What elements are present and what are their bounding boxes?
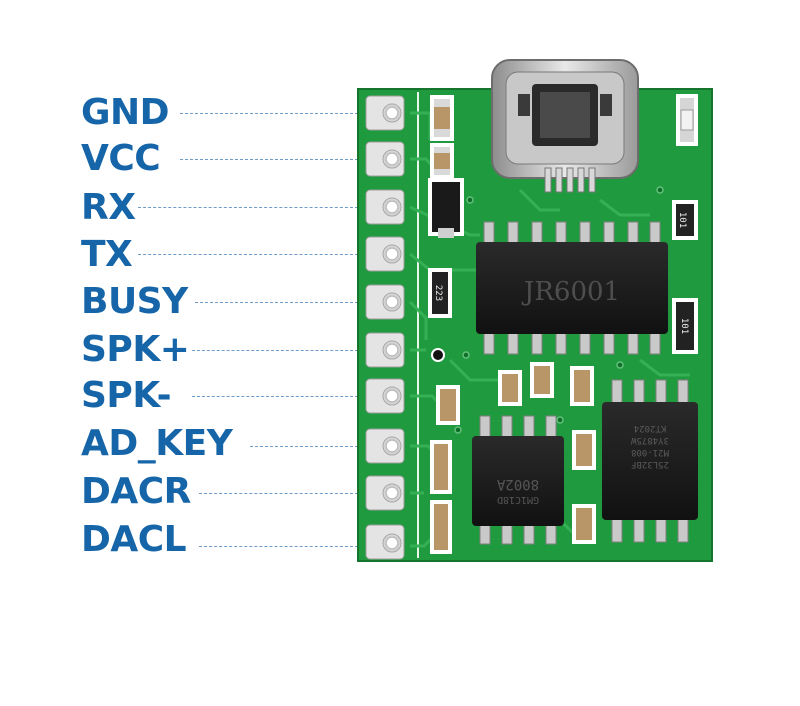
leader-line-busy bbox=[195, 302, 358, 303]
resistor-mid-right: 101 bbox=[672, 298, 698, 354]
leader-line-rx bbox=[138, 207, 358, 208]
pin-label-gnd: GND bbox=[81, 92, 170, 133]
leader-line-dacr bbox=[199, 493, 358, 494]
header-pads bbox=[365, 95, 405, 560]
pad-gnd bbox=[365, 95, 405, 131]
pad-spk-plus bbox=[365, 332, 405, 368]
flash-marking-1: 25L32BF bbox=[631, 459, 669, 469]
pad-spk-minus bbox=[365, 378, 405, 414]
main-ic-jr6001: JR6001 bbox=[476, 221, 668, 355]
capacitor-mid bbox=[430, 143, 454, 179]
capacitor-row bbox=[430, 348, 596, 554]
flash-marking-3: 3Y4875W bbox=[630, 435, 669, 445]
resistor-top-right: 101 bbox=[672, 200, 698, 240]
pad-dacr bbox=[365, 475, 405, 511]
leader-line-spk-plus bbox=[192, 350, 358, 351]
pin-label-dacl: DACL bbox=[81, 519, 187, 560]
pin-label-busy: BUSY bbox=[81, 281, 188, 322]
leader-line-dacl bbox=[199, 546, 358, 547]
pin-label-spk-plus: SPK+ bbox=[81, 329, 190, 370]
amp-marking-1: 8002A bbox=[496, 476, 539, 492]
resistor-code: 101 bbox=[679, 318, 689, 334]
pad-ad-key bbox=[365, 428, 405, 464]
flash-ic: 25L32BF M21-008 3Y4875W KT2024 bbox=[602, 379, 698, 543]
pad-busy bbox=[365, 284, 405, 320]
leader-line-ad-key bbox=[250, 446, 358, 447]
diode bbox=[428, 178, 464, 238]
leader-line-tx bbox=[138, 254, 358, 255]
amp-marking-2: GM1C18D bbox=[497, 494, 539, 505]
resistor-code: 223 bbox=[433, 285, 443, 301]
resistor-code: 101 bbox=[677, 212, 687, 228]
led-indicator bbox=[676, 94, 698, 146]
leader-line-gnd bbox=[180, 113, 358, 114]
pin-label-tx: TX bbox=[81, 234, 133, 275]
pad-rx bbox=[365, 189, 405, 225]
micro-usb-connector-icon bbox=[491, 59, 639, 193]
leader-line-vcc bbox=[180, 159, 358, 160]
pin-label-dacr: DACR bbox=[81, 471, 191, 512]
pin-label-rx: RX bbox=[81, 187, 136, 228]
pin-label-vcc: VCC bbox=[81, 138, 161, 179]
vias bbox=[454, 186, 664, 434]
amplifier-ic-8002a: 8002A GM1C18D bbox=[472, 415, 564, 545]
pin-label-ad-key: AD_KEY bbox=[81, 423, 233, 464]
resistor-left: 223 bbox=[428, 268, 452, 318]
capacitor-top bbox=[430, 95, 454, 141]
pad-tx bbox=[365, 236, 405, 272]
flash-marking-4: KT2024 bbox=[634, 423, 667, 433]
leader-line-spk-minus bbox=[192, 396, 358, 397]
pad-vcc bbox=[365, 141, 405, 177]
flash-marking-2: M21-008 bbox=[631, 447, 669, 457]
main-ic-marking: JR6001 bbox=[521, 277, 620, 307]
pad-dacl bbox=[365, 524, 405, 560]
pin-label-spk-minus: SPK- bbox=[81, 375, 172, 416]
